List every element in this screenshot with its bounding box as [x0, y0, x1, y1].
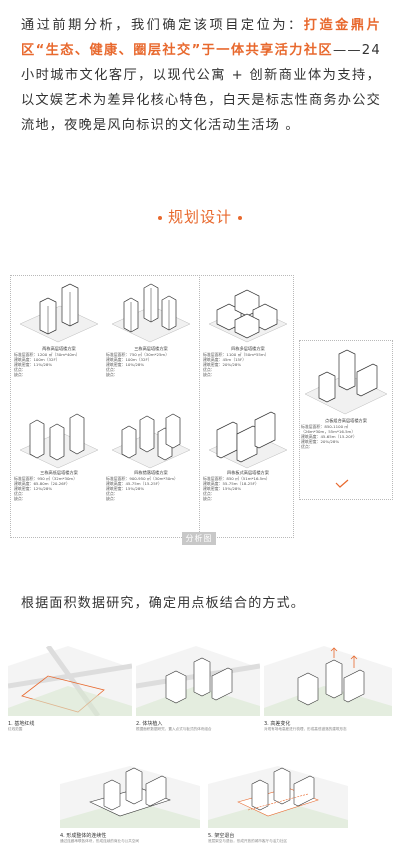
- analysis-cell-1: 两栋高层塔楼方案 标准层面积：1200 ㎡（30m*40m） 建筑高度：100m…: [14, 280, 104, 377]
- step-diagram-1: [7, 644, 133, 718]
- cell-line: 缺点：: [106, 372, 118, 377]
- massing-diagram-2: [111, 283, 191, 343]
- cell-title-4: 三栋高低层塔楼方案: [40, 470, 78, 475]
- cell-line: 优点：: [14, 491, 26, 496]
- step-3: 3. 高差变化 对现有场地高差进行梳理，形成高低错落的建筑形态: [264, 646, 392, 732]
- section-title: 规划设计: [0, 206, 400, 227]
- intro-highlight: 打造金鼎片区“生态、健康、圈层社交”于一体共享活力社区: [21, 18, 381, 58]
- step-1: 1. 基地红线 红线范围: [7, 644, 133, 732]
- step-label-4: 4. 形成整体的连续性: [60, 833, 107, 839]
- cell-line: 建筑高度：45-75m（15-25F）: [106, 481, 162, 486]
- cell-line: 建筑高度：100m（32F）: [106, 357, 152, 362]
- cell-line: 缺点：: [14, 372, 26, 377]
- analysis-cell-5: 四栋错落塔楼方案 标准层面积：900-950 ㎡（30m*30m） 建筑高度：4…: [106, 410, 196, 501]
- cell-line: 建筑高度：100m（32F）: [14, 357, 60, 362]
- cell-title-5: 四栋错落塔楼方案: [134, 470, 168, 475]
- cell-title-1: 两栋高层塔楼方案: [42, 346, 76, 351]
- step-diagram-4: [60, 766, 200, 828]
- cell-line: 优点：: [203, 491, 215, 496]
- massing-diagram-7: [304, 349, 388, 415]
- cell-line: 优点：: [14, 367, 26, 372]
- cell-line: 优点：: [106, 367, 118, 372]
- cell-line: 缺点：: [14, 496, 26, 501]
- step-diagram-2: [135, 646, 261, 716]
- analysis-cell-7: 点板组合高层塔楼方案 标准层面积：850-1100 ㎡ （26m*30m，55m…: [301, 344, 391, 449]
- cell-line: 缺点：: [203, 372, 215, 377]
- cell-line: 标准层面积：950 ㎡（32m*30m）: [14, 476, 78, 481]
- cell-title-3: 四栋多层塔楼方案: [231, 346, 265, 351]
- cell-line: 建筑高度：55-75m（18-25F）: [203, 481, 259, 486]
- cell-line: 建筑密度：15%/28%: [106, 486, 145, 491]
- cell-line: 标准层面积：1100 ㎡（50m*55m）: [203, 352, 269, 357]
- cell-line: 建筑高度：45m（15F）: [203, 357, 247, 362]
- check-icon: [335, 474, 349, 493]
- step-2: 2. 体块植入 根据面积数据研究，置入点式与板式的体块组合: [135, 646, 261, 732]
- step-desc-2: 根据面积数据研究，置入点式与板式的体块组合: [136, 727, 212, 731]
- cell-caption-7: 点板组合高层塔楼方案 标准层面积：850-1100 ㎡ （26m*30m，55m…: [301, 418, 391, 449]
- title-dot-right: [238, 215, 242, 220]
- cell-line: 建筑密度：10%/28%: [106, 362, 145, 367]
- cell-line: 优点：: [203, 367, 215, 372]
- cell-line: 优点：: [301, 444, 313, 449]
- step-desc-5: 底层架空与退台，形成开放的城市客厅与活力社区: [208, 839, 288, 843]
- cell-line: 建筑密度：20%/28%: [203, 362, 242, 367]
- step-label-3: 3. 高差变化: [264, 721, 291, 727]
- step-desc-3: 对现有场地高差进行梳理，形成高低错落的建筑形态: [264, 727, 347, 731]
- analysis-cell-2: 三栋高层塔楼方案 标准层面积：750 ㎡（30m*25m） 建筑高度：100m（…: [106, 280, 196, 377]
- cell-title-2: 三栋高层塔楼方案: [134, 346, 168, 351]
- cell-line: 标准层面积：850-1100 ㎡: [301, 424, 349, 429]
- analysis-panel-right: [299, 340, 393, 500]
- cell-line: 建筑密度：20%/28%: [301, 439, 340, 444]
- cell-line: 缺点：: [203, 496, 215, 501]
- cell-line: 标准层面积：850 ㎡（51m*16.5m）: [203, 476, 270, 481]
- step-label-2: 2. 体块植入: [136, 721, 163, 727]
- cell-line: 缺点：: [106, 496, 118, 501]
- massing-diagram-5: [111, 413, 191, 469]
- step-4: 4. 形成整体的连续性 通过连廊串联各体块，形成连续的商业与公共空间: [60, 766, 200, 844]
- cell-line: 建筑密度：15%/28%: [203, 486, 242, 491]
- cell-caption-5: 四栋错落塔楼方案 标准层面积：900-950 ㎡（30m*30m） 建筑高度：4…: [106, 470, 196, 501]
- intro-text-1: 通过前期分析，我们确定该项目定位为：: [21, 18, 304, 33]
- analysis-cell-6: 四栋板式高层塔楼方案 标准层面积：850 ㎡（51m*16.5m） 建筑高度：5…: [203, 410, 293, 501]
- step-5: 5. 架空退台 底层架空与退台，形成开放的城市客厅与活力社区: [208, 766, 348, 844]
- cell-line: 建筑密度：11%/28%: [14, 362, 53, 367]
- step-diagram-5: [208, 766, 348, 828]
- massing-diagram-6: [208, 411, 288, 469]
- step-desc-1: 红线范围: [8, 727, 23, 731]
- cell-line: 建筑高度：65-80m（20-26F）: [14, 481, 70, 486]
- cell-line: 建筑高度：45-65m（15-20F）: [301, 434, 357, 439]
- intro-paragraph: 通过前期分析，我们确定该项目定位为：打造金鼎片区“生态、健康、圈层社交”于一体共…: [21, 13, 381, 138]
- cell-line: 优点：: [106, 491, 118, 496]
- cell-line: （26m*30m，55m*16.5m）: [301, 429, 356, 434]
- massing-diagram-4: [19, 413, 99, 469]
- intro-text-2: ——24小时城市文化客厅，以现代公寓 + 创新商业体为支持，以文娱艺术为差异化核…: [21, 43, 381, 133]
- cell-line: 标准层面积：1200 ㎡（30m*40m）: [14, 352, 80, 357]
- step-diagram-3: [264, 646, 392, 716]
- step-label-5: 5. 架空退台: [208, 833, 235, 839]
- section-title-text: 规划设计: [167, 208, 232, 226]
- analysis-cell-4: 三栋高低层塔楼方案 标准层面积：950 ㎡（32m*30m） 建筑高度：65-8…: [14, 410, 104, 501]
- analysis-panel: [10, 275, 294, 538]
- step-label-1: 1. 基地红线: [8, 721, 35, 727]
- cell-title-6: 四栋板式高层塔楼方案: [227, 470, 269, 475]
- massing-diagram-3: [208, 289, 288, 343]
- cell-title-7: 点板组合高层塔楼方案: [325, 418, 367, 423]
- cell-caption-4: 三栋高低层塔楼方案 标准层面积：950 ㎡（32m*30m） 建筑高度：65-8…: [14, 470, 104, 501]
- title-dot-left: [157, 215, 162, 220]
- cell-caption-1: 两栋高层塔楼方案 标准层面积：1200 ㎡（30m*40m） 建筑高度：100m…: [14, 346, 104, 377]
- massing-diagram-1: [19, 283, 99, 343]
- analysis-cell-3: 四栋多层塔楼方案 标准层面积：1100 ㎡（50m*55m） 建筑高度：45m（…: [203, 280, 293, 377]
- analysis-panel-divider: [199, 275, 298, 538]
- cell-caption-2: 三栋高层塔楼方案 标准层面积：750 ㎡（30m*25m） 建筑高度：100m（…: [106, 346, 196, 377]
- cell-line: 标准层面积：900-950 ㎡（30m*30m）: [106, 476, 178, 481]
- cell-line: 建筑密度：12%/28%: [14, 486, 53, 491]
- figure-label: 分析图: [182, 532, 216, 545]
- cell-caption-6: 四栋板式高层塔楼方案 标准层面积：850 ㎡（51m*16.5m） 建筑高度：5…: [203, 470, 293, 501]
- method-text: 根据面积数据研究，确定用点板结合的方式。: [21, 596, 306, 611]
- cell-line: 标准层面积：750 ㎡（30m*25m）: [106, 352, 170, 357]
- cell-caption-3: 四栋多层塔楼方案 标准层面积：1100 ㎡（50m*55m） 建筑高度：45m（…: [203, 346, 293, 377]
- step-desc-4: 通过连廊串联各体块，形成连续的商业与公共空间: [60, 839, 140, 843]
